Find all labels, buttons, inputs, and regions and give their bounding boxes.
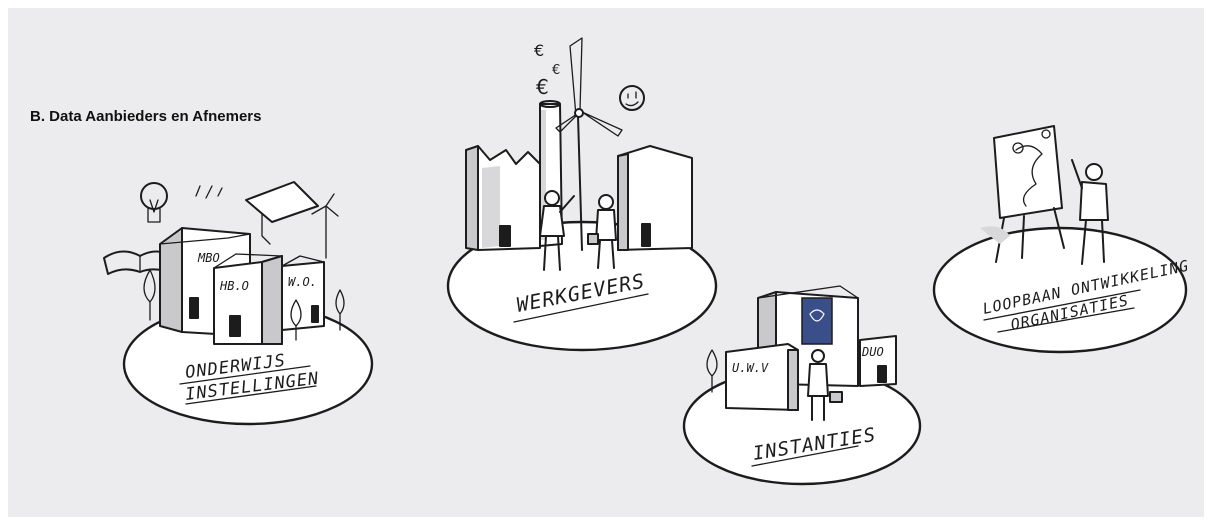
building-wo-label: W.O. [288, 275, 317, 289]
building-uwv: U.W.V [725, 343, 799, 411]
tree [290, 299, 302, 341]
factory-building [465, 145, 541, 251]
euro-symbol: € [536, 75, 549, 99]
smiley-icon [619, 85, 645, 111]
euro-symbol: € [552, 63, 560, 78]
loopbaan-group: LOOPBAAN ONTWIKKELING ORGANISATIES [932, 125, 1191, 354]
wind-turbine [311, 193, 339, 259]
flipchart-easel [993, 125, 1065, 263]
person-figure [539, 190, 575, 271]
office-building [617, 145, 693, 251]
person-figure [1071, 159, 1109, 265]
building-uwv-label: U.W.V [732, 361, 769, 375]
lightbulb-icon [140, 182, 168, 223]
graduation-cap-icon [245, 181, 319, 245]
building-hbo-label: HB.O [219, 279, 249, 293]
instanties-group: U.W.V DUO INSTANTIES [682, 285, 922, 486]
werkgevers-group: € € € [446, 37, 718, 352]
page-title: B. Data Aanbieders en Afnemers [30, 108, 262, 125]
wind-turbine [555, 37, 623, 251]
building-mbo-label: MBO [197, 251, 220, 265]
thought-marks [195, 185, 223, 199]
building-duo: DUO [859, 335, 897, 387]
person-figure [587, 194, 617, 269]
building-hbo: HB.O [213, 253, 283, 345]
person-figure [807, 349, 843, 421]
tree [143, 269, 156, 321]
onderwijs-group: MBO HB.O W.O. ONDERWIJS INSTELLINGEN [103, 181, 374, 426]
building-wo: W.O. [281, 255, 325, 331]
tree [706, 349, 718, 393]
euro-symbol: € [534, 41, 544, 60]
building-duo-label: DUO [861, 345, 884, 359]
tree [335, 289, 345, 331]
